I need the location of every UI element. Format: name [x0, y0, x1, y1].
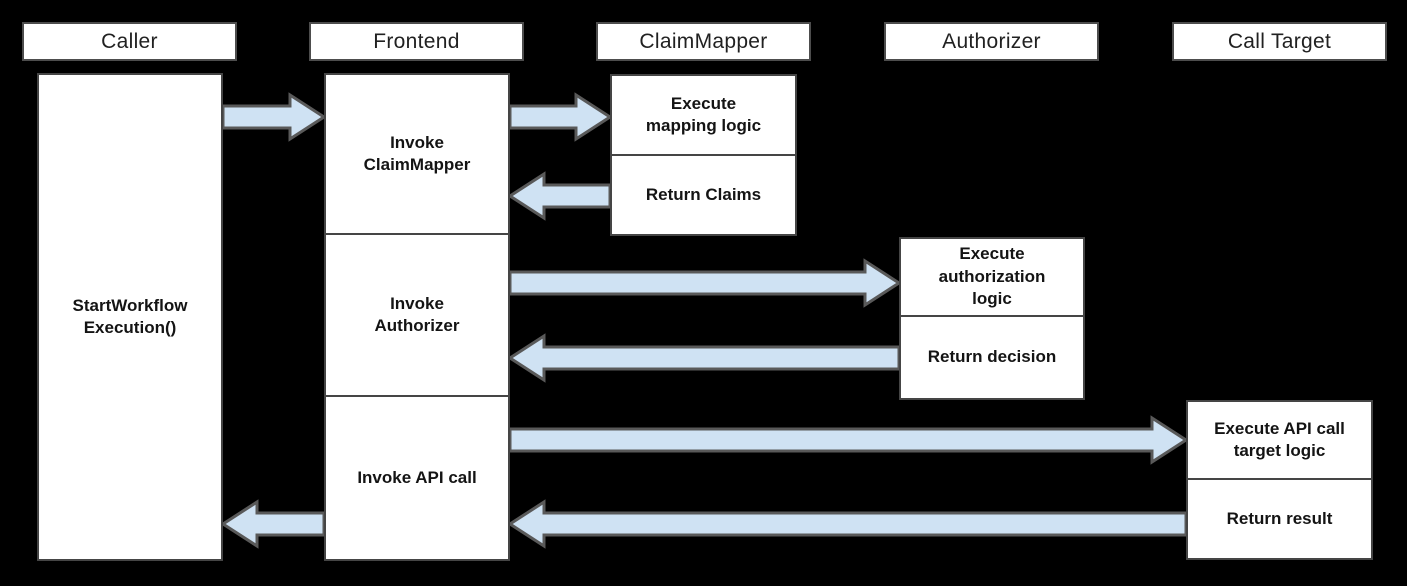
arrow-claimmapper-to-frontend — [507, 171, 612, 221]
arrow-frontend-to-claimmapper — [508, 92, 613, 142]
participant-header-authorizer: Authorizer — [884, 22, 1099, 61]
claimmapper-step-label: Execute mapping logic — [645, 93, 762, 135]
authorizer-step-return-decision: Return decision — [899, 315, 1085, 400]
frontend-step-label: Invoke Authorizer — [374, 293, 460, 335]
calltarget-step-label: Execute API call target logic — [1214, 418, 1345, 460]
frontend-step-invoke-claimmapper: Invoke ClaimMapper — [324, 73, 510, 235]
arrow-frontend-to-caller — [220, 499, 326, 549]
claimmapper-step-label: Return Claims — [645, 184, 762, 204]
participant-label: Authorizer — [942, 29, 1041, 53]
arrow-caller-to-frontend — [221, 92, 327, 142]
authorizer-step-label: Return decision — [927, 347, 1057, 367]
frontend-step-label: Invoke API call — [357, 467, 477, 487]
claimmapper-step-return-claims: Return Claims — [610, 154, 797, 236]
participant-header-claimmapper: ClaimMapper — [596, 22, 811, 61]
participant-label: Caller — [101, 29, 158, 53]
caller-activation-box: StartWorkflow Execution() — [37, 73, 223, 561]
arrow-authorizer-to-frontend — [507, 333, 901, 383]
calltarget-step-execute-api-call-target-logic: Execute API call target logic — [1186, 400, 1373, 480]
participant-label: ClaimMapper — [639, 29, 768, 53]
frontend-step-invoke-authorizer: Invoke Authorizer — [324, 233, 510, 397]
arrow-frontend-to-authorizer — [508, 258, 902, 308]
participant-header-calltarget: Call Target — [1172, 22, 1387, 61]
frontend-step-invoke-api-call: Invoke API call — [324, 395, 510, 561]
participant-header-caller: Caller — [22, 22, 237, 61]
participant-label: Call Target — [1227, 29, 1332, 53]
arrow-frontend-to-calltarget — [508, 415, 1189, 465]
claimmapper-step-execute-mapping-logic: Execute mapping logic — [610, 74, 797, 156]
calltarget-step-label: Return result — [1226, 508, 1333, 528]
participant-label: Frontend — [373, 29, 460, 53]
frontend-step-label: Invoke ClaimMapper — [363, 132, 471, 174]
arrow-calltarget-to-frontend — [507, 499, 1188, 549]
caller-activation-label: StartWorkflow Execution() — [72, 295, 188, 337]
authorizer-step-label: Execute authorization logic — [938, 244, 1046, 309]
calltarget-step-return-result: Return result — [1186, 478, 1373, 560]
authorizer-step-execute-authorization-logic: Execute authorization logic — [899, 237, 1085, 317]
participant-header-frontend: Frontend — [309, 22, 524, 61]
